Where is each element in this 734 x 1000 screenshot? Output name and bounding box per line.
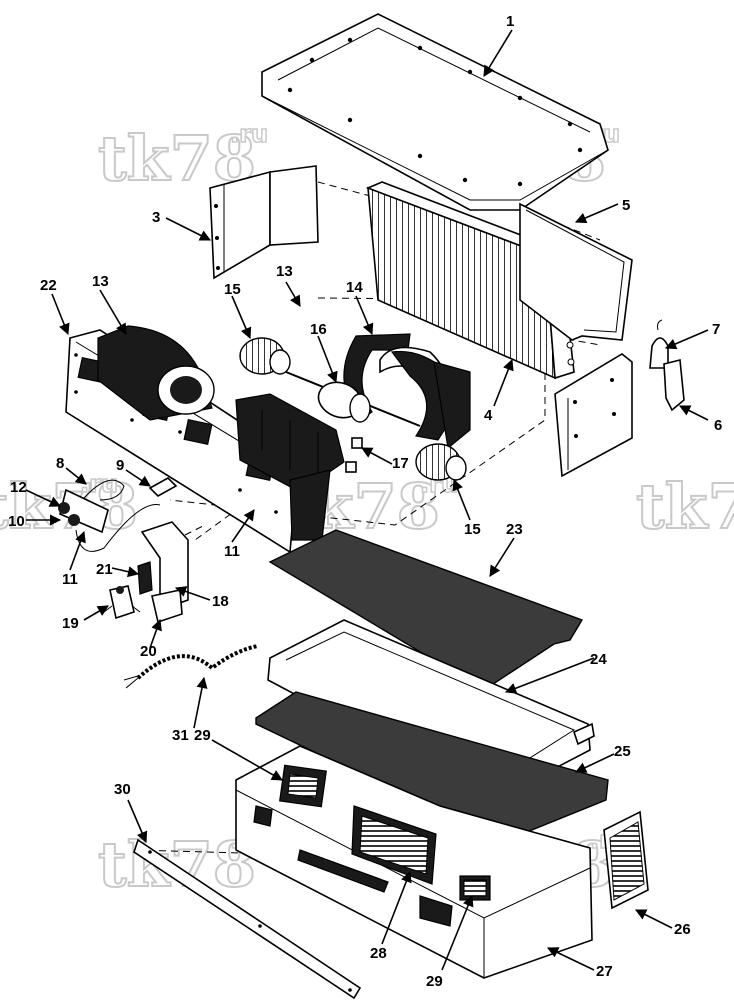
callout-30: 30: [114, 781, 131, 798]
callout-7: 7: [712, 321, 720, 338]
callout-12: 12: [10, 479, 27, 496]
leader-arrows: [25, 29, 709, 971]
callout-4: 4: [484, 407, 493, 424]
callout-labels: 1 3 4 5 6 7 8 9 10 11 11 12 13 13 14 15 …: [8, 13, 722, 990]
callout-27: 27: [596, 963, 613, 980]
end-grille: [603, 810, 649, 910]
callout-22: 22: [40, 277, 57, 294]
watermark-text: tk78: [636, 470, 734, 543]
callout-15: 15: [224, 281, 241, 298]
lower-housing: [235, 745, 593, 979]
callout-28: 28: [370, 945, 387, 962]
callout-18: 18: [212, 593, 229, 610]
callout-29: 29: [426, 973, 443, 990]
callout-3: 3: [152, 209, 160, 226]
blower-wheel-upper: [239, 337, 291, 375]
top-cover: [261, 13, 609, 211]
blower-housing-right: [235, 393, 345, 541]
callout-19: 19: [62, 615, 79, 632]
callout-9: 9: [116, 457, 124, 474]
callout-14: 14: [346, 279, 363, 296]
side-bracket-left: [209, 165, 319, 280]
watermark-text: tk78: [98, 122, 256, 195]
callout-10: 10: [8, 513, 25, 530]
callout-13: 13: [276, 263, 293, 280]
relay-coil: [137, 561, 153, 595]
callout-23: 23: [506, 521, 523, 538]
watermark-text: tk78: [0, 470, 138, 543]
callout-31: 31: [172, 727, 189, 744]
callout-11: 11: [62, 571, 78, 588]
watermark-text: tk78: [98, 828, 256, 901]
callout-13: 13: [92, 273, 109, 290]
callout-21: 21: [96, 561, 113, 578]
callout-8: 8: [56, 455, 64, 472]
trim-strip: [133, 838, 362, 1000]
callout-16: 16: [310, 321, 327, 338]
callout-20: 20: [140, 643, 157, 660]
callout-1: 1: [506, 13, 514, 30]
motor-clips: [345, 437, 363, 473]
solenoid: [103, 585, 141, 620]
callout-11: 11: [224, 543, 240, 560]
callout-15: 15: [464, 521, 481, 538]
blower-scroll: [343, 333, 471, 450]
callout-25: 25: [614, 743, 631, 760]
callout-29: 29: [194, 727, 211, 744]
callout-26: 26: [674, 921, 691, 938]
blower-motor: [285, 371, 421, 427]
callout-24: 24: [590, 651, 607, 668]
wire-harness: [123, 644, 259, 689]
switch-assembly: [58, 477, 178, 552]
insulation-pad-bottom: [255, 691, 609, 843]
blower-wheel-lower: [415, 443, 467, 481]
blower-housing-left: [97, 325, 215, 421]
watermark-suffix: .ru: [230, 120, 268, 148]
callout-17: 17: [392, 455, 409, 472]
side-panel-right: [554, 353, 633, 478]
thermostat-sensor: [649, 319, 685, 412]
filter-frame: [519, 202, 633, 341]
callout-6: 6: [714, 417, 722, 434]
callout-5: 5: [622, 197, 630, 214]
